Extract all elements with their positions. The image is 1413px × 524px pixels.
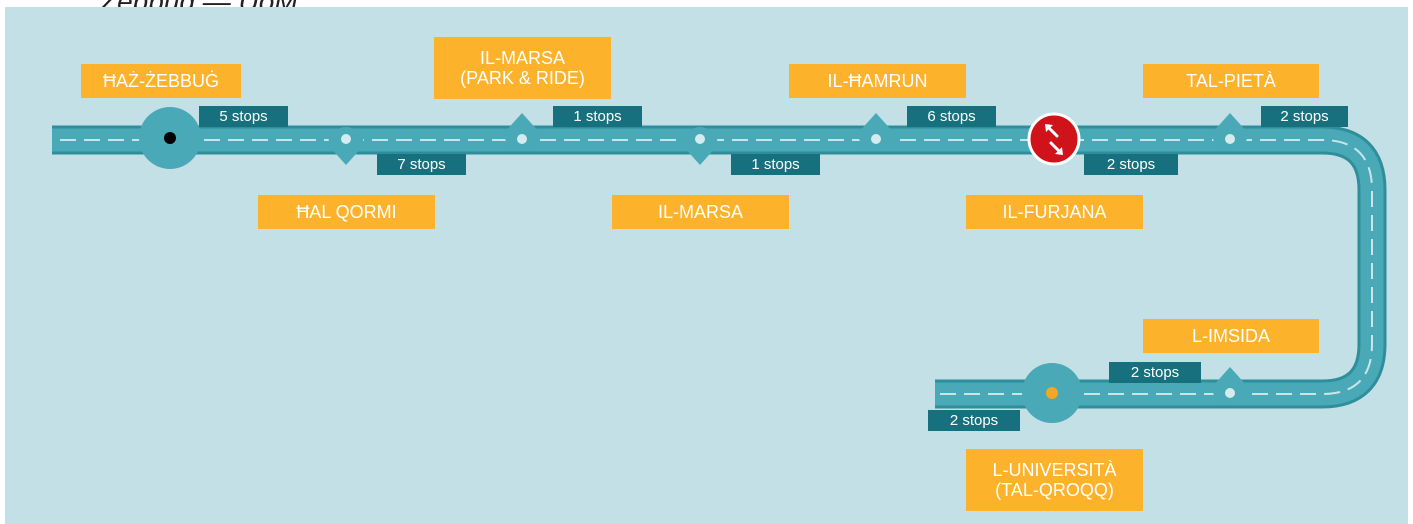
station-node-halqormi [328,127,364,165]
stops-badge-segment-9: 2 stops [928,410,1020,431]
stops-badge-segment-1: 5 stops [199,106,288,127]
station-label-talpieta[interactable]: TAL-PIETÀ [1143,64,1319,98]
station-node-ilmarsa-pr [504,113,540,151]
stops-badge-segment-6: 2 stops [1084,154,1178,175]
route-track-dashes [60,139,1373,395]
stops-badge-segment-8: 2 stops [1109,362,1201,383]
station-node-talpieta [1212,113,1248,151]
stops-badge-segment-4: 1 stops [731,154,820,175]
stops-badge-segment-3: 1 stops [553,106,642,127]
station-label-ilmarsa[interactable]: IL-MARSA [612,195,789,229]
stops-badge-segment-7: 2 stops [1261,106,1348,127]
station-label-luniversita[interactable]: L-UNIVERSITÀ (TAL-QROQQ) [966,449,1143,511]
station-label-ilhamrun[interactable]: IL-ĦAMRUN [789,64,966,98]
station-label-ilfurjana[interactable]: IL-FURJANA [966,195,1143,229]
route-track [52,125,1387,409]
station-node-ilhamrun [858,113,894,151]
station-label-ilmarsa-pr[interactable]: IL-MARSA (PARK & RIDE) [434,37,611,99]
end-marker [1046,387,1058,399]
station-node-ilmarsa [682,127,718,165]
start-marker [164,132,176,144]
stops-badge-segment-2: 7 stops [377,154,466,175]
station-label-limsida[interactable]: L-IMSIDA [1143,319,1319,353]
station-label-halqormi[interactable]: ĦAL QORMI [258,195,435,229]
station-label-hazebbug[interactable]: ĦAŻ-ŻEBBUĠ [81,64,241,98]
stops-badge-segment-5: 6 stops [907,106,996,127]
transfer-arrows-icon [1045,124,1063,155]
station-node-limsida [1212,367,1248,405]
station-node-ilfurjana [1027,112,1081,166]
